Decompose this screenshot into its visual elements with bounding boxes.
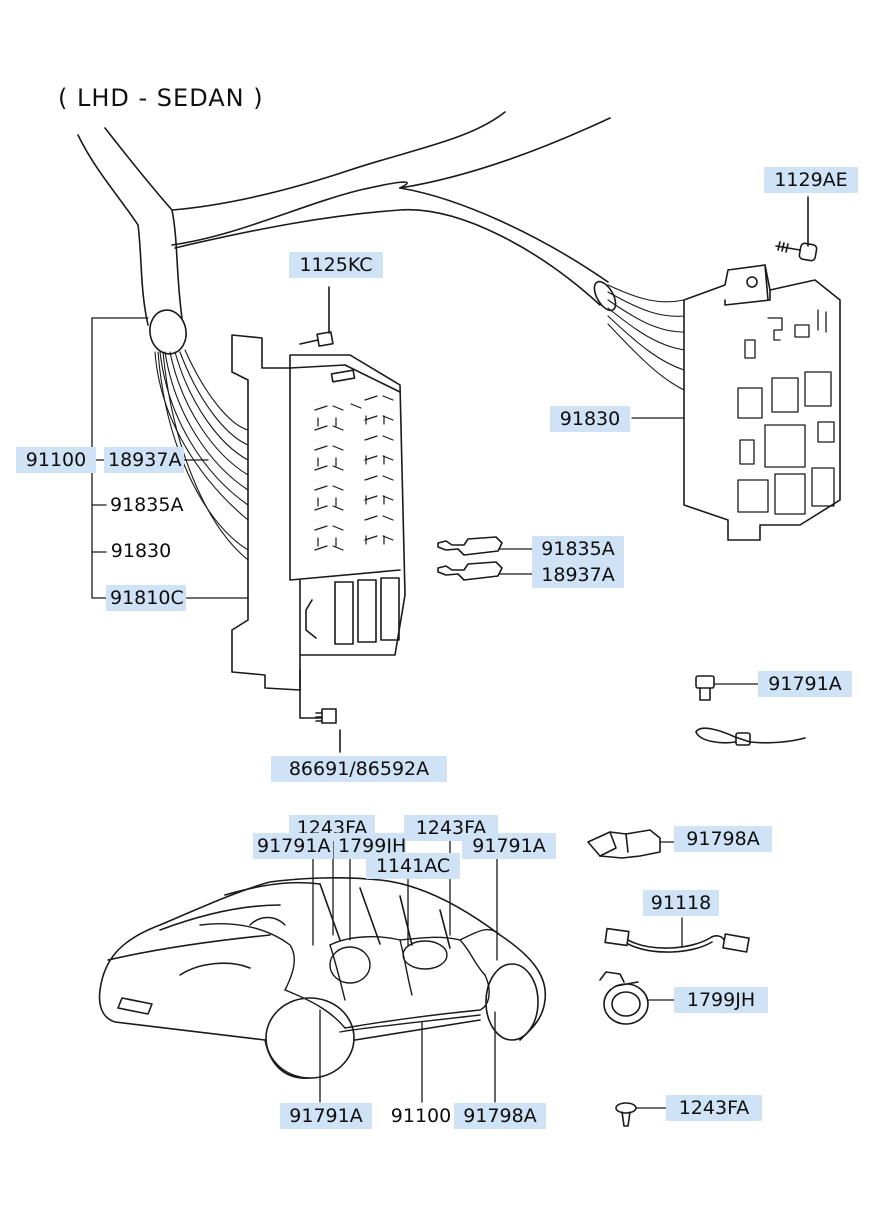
wire-bundle-right <box>608 285 684 390</box>
wiring-harness-trunk <box>78 112 620 357</box>
label-86691-86592a: 86691/86592A <box>271 756 447 782</box>
connector-91798a <box>588 830 676 858</box>
label-18937a-fuse: 18937A <box>532 562 624 588</box>
label-91791a-car-b: 91791A <box>462 833 556 859</box>
relay-sockets <box>306 578 399 644</box>
vehicle-leaders <box>313 838 497 1102</box>
harness-91118 <box>605 918 749 952</box>
vehicle-outline <box>100 878 546 1078</box>
diagram-title: ( LHD - SEDAN ) <box>58 84 264 112</box>
label-91798a-bottom: 91798A <box>454 1103 546 1129</box>
ground-wire-terminal <box>696 728 805 745</box>
label-91791a-bottom: 91791A <box>280 1103 372 1129</box>
bolt-1125kc <box>300 287 333 346</box>
label-1125kc: 1125KC <box>289 252 383 278</box>
ground-bolt-91791a <box>696 676 760 700</box>
label-91810c: 91810C <box>106 585 186 611</box>
label-91798a-connector: 91798A <box>674 826 772 852</box>
blade-fuses <box>438 537 534 580</box>
label-91830-right: 91830 <box>550 406 630 432</box>
bolt-1129ae <box>776 197 817 261</box>
label-91791a-car-a: 91791A <box>253 833 333 859</box>
label-1141ac: 1141AC <box>366 853 460 879</box>
label-18937a-left: 18937A <box>104 447 184 473</box>
junction-box-right <box>684 265 840 540</box>
label-91791a-bolt: 91791A <box>758 671 852 697</box>
label-91830-left: 91830 <box>110 540 172 562</box>
hose-clip-1799jh <box>600 972 676 1024</box>
bolt-86691 <box>300 670 340 752</box>
relay-slots-right <box>738 310 834 514</box>
label-91100-bottom: 91100 <box>390 1105 452 1127</box>
label-91835a-left: 91835A <box>110 494 184 516</box>
label-91835a-fuse: 91835A <box>532 536 624 562</box>
label-91118: 91118 <box>643 890 719 916</box>
label-1129ae: 1129AE <box>764 167 858 193</box>
screw-1243fa <box>616 1103 668 1126</box>
label-1799jh-clip: 1799JH <box>674 987 768 1013</box>
label-91100-left: 91100 <box>16 447 96 473</box>
vehicle-harness-routing <box>200 918 500 1033</box>
label-1243fa-screw: 1243FA <box>666 1095 762 1121</box>
wire-bundle-left <box>155 350 248 560</box>
fuse-slots <box>315 396 393 550</box>
junction-box-left <box>232 335 405 690</box>
